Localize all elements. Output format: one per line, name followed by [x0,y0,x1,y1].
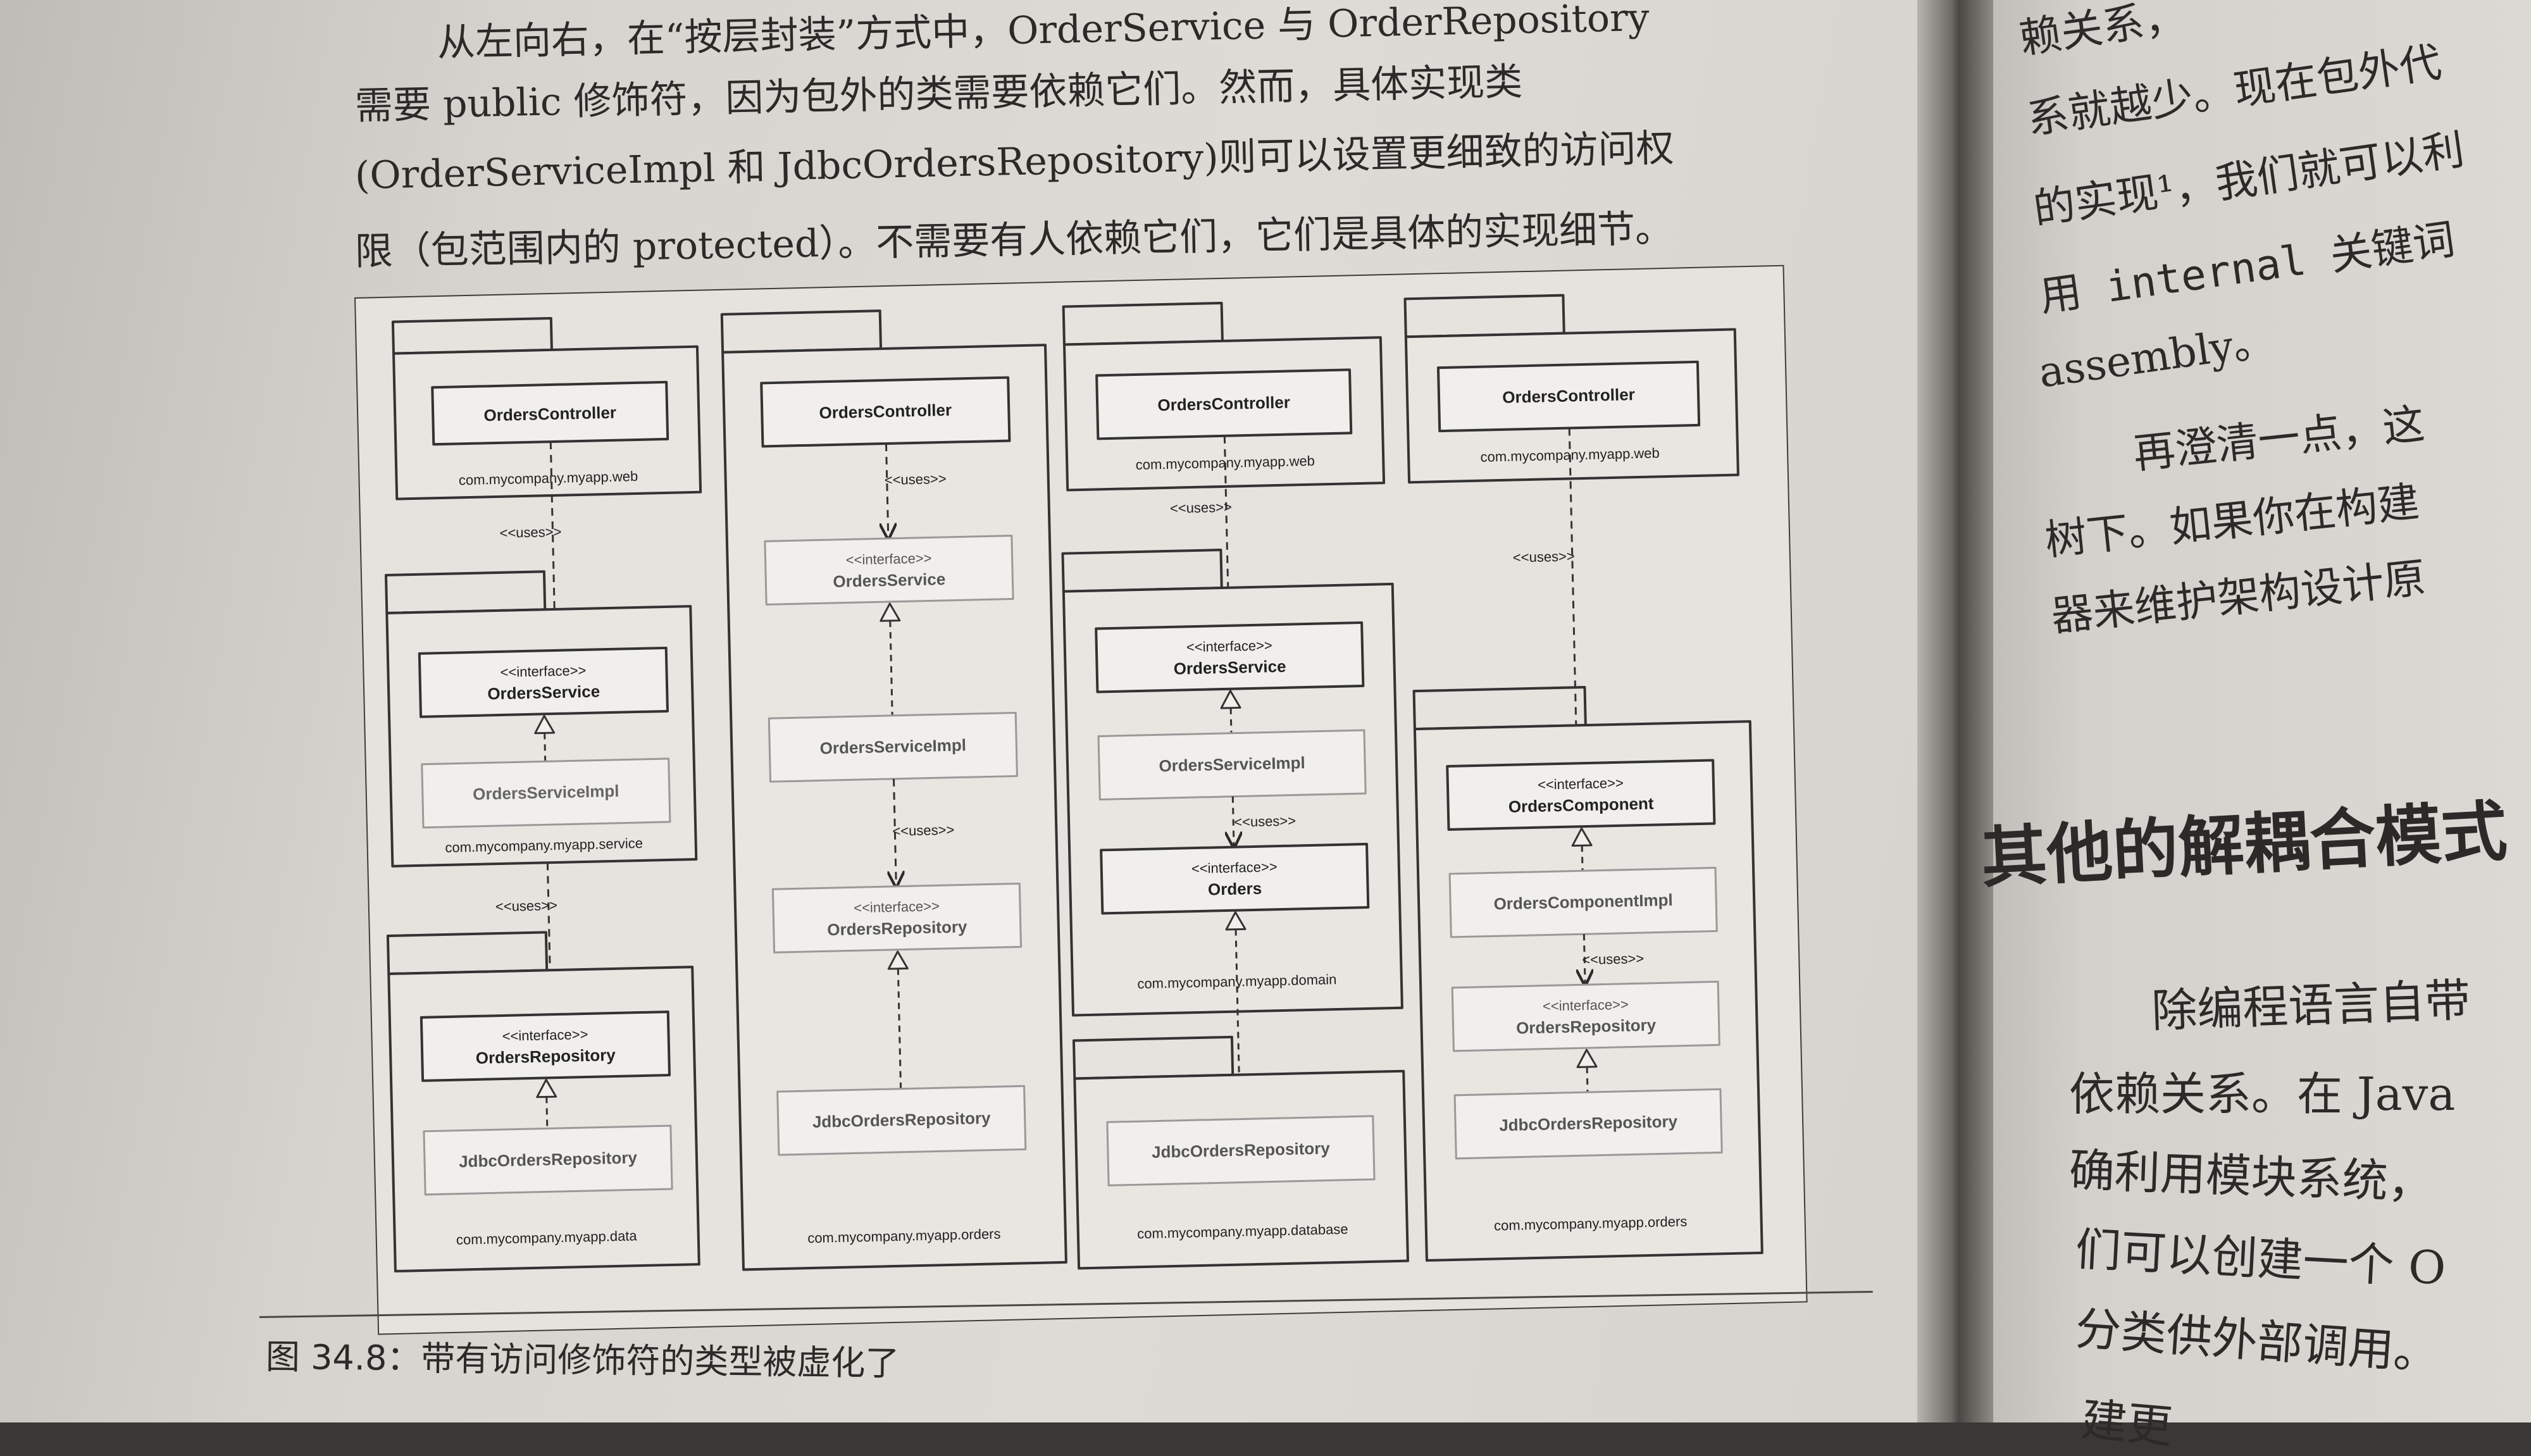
interface-orders-repository: OrdersRepository [475,1045,616,1067]
class-orders-service-impl: OrdersServiceImpl [473,781,619,804]
interface-box [771,882,1023,954]
interface-orders-service: OrdersService [487,681,600,703]
class-orders-controller: OrdersController [1502,385,1635,407]
interface-orders-service: OrdersService [1173,657,1286,678]
class-jdbc-orders-repository: JdbcOrdersRepository [1499,1112,1678,1135]
class-box [1436,360,1701,433]
book-spine [1917,0,1993,1422]
right-line-11: 依赖关系。在 Java [2069,1067,2456,1121]
figure-caption: 图 34.8：带有访问修饰符的类型被虚化了 [265,1336,900,1384]
class-orders-controller: OrdersController [1157,392,1290,414]
uses-label: <<uses>> [1234,812,1296,830]
class-jdbc-orders-repository: JdbcOrdersRepository [812,1109,992,1131]
class-box [760,376,1011,448]
interface-box [1451,980,1720,1052]
class-jdbc-orders-repository: JdbcOrdersRepository [459,1148,638,1171]
right-line-15: 建更 [2079,1392,2175,1454]
interface-box [1446,759,1716,831]
class-orders-controller: OrdersController [819,401,952,423]
right-book-page [1974,0,2531,1422]
class-orders-component-impl: OrdersComponentImpl [1493,890,1673,913]
interface-box [1100,842,1370,915]
uses-label: <<uses>> [885,471,947,488]
impl-box [423,1124,673,1196]
interface-box [418,646,669,718]
column-4: OrdersController com.mycompany.myapp.web… [1403,294,1763,1262]
column-2: OrdersController <<uses>> <<interface>> … [720,309,1067,1271]
interface-orders-service: OrdersService [833,569,945,591]
stereotype-interface: <<interface>> [1186,637,1272,655]
uses-label: <<uses>> [1170,499,1232,516]
interface-orders-component: OrdersComponent [1508,794,1655,816]
stereotype-interface: <<interface>> [500,663,586,680]
class-orders-controller: OrdersController [483,403,616,425]
class-orders-service-impl: OrdersServiceImpl [819,735,966,757]
stereotype-interface: <<interface>> [854,898,940,916]
uses-label: <<uses>> [1513,548,1575,565]
interface-box [1095,621,1365,694]
interface-orders-repository: OrdersRepository [827,917,967,939]
impl-box [421,757,671,829]
interface-box [764,535,1014,606]
uses-label: <<uses>> [892,822,954,839]
class-orders-service-impl: OrdersServiceImpl [1159,753,1305,775]
uses-label: <<uses>> [495,897,557,914]
stereotype-interface: <<interface>> [1191,859,1278,876]
uses-label: <<uses>> [499,524,561,541]
interface-orders: Orders [1208,879,1262,899]
interface-box [420,1011,671,1082]
impl-box [1106,1115,1376,1186]
impl-box [776,1085,1027,1156]
right-line-12: 确利用模块系统， [2068,1143,2435,1210]
figure-svg: OrdersController com.mycompany.myapp.web… [352,263,1809,1336]
stereotype-interface: <<interface>> [502,1026,588,1044]
column-3: OrdersController com.mycompany.myapp.web… [1061,301,1409,1270]
impl-box [1453,1088,1723,1160]
uses-label: <<uses>> [1582,950,1644,968]
stereotype-interface: <<interface>> [845,550,931,568]
interface-orders-repository: OrdersRepository [1516,1016,1657,1038]
column-1: OrdersController com.mycompany.myapp.web… [384,316,702,1272]
uml-package-figure: OrdersController com.mycompany.myapp.web… [352,263,1809,1336]
class-jdbc-orders-repository: JdbcOrdersRepository [1152,1138,1331,1161]
stereotype-interface: <<interface>> [1543,997,1629,1014]
right-line-10: 除编程语言自带 [2150,973,2472,1038]
stereotype-interface: <<interface>> [1538,775,1624,793]
